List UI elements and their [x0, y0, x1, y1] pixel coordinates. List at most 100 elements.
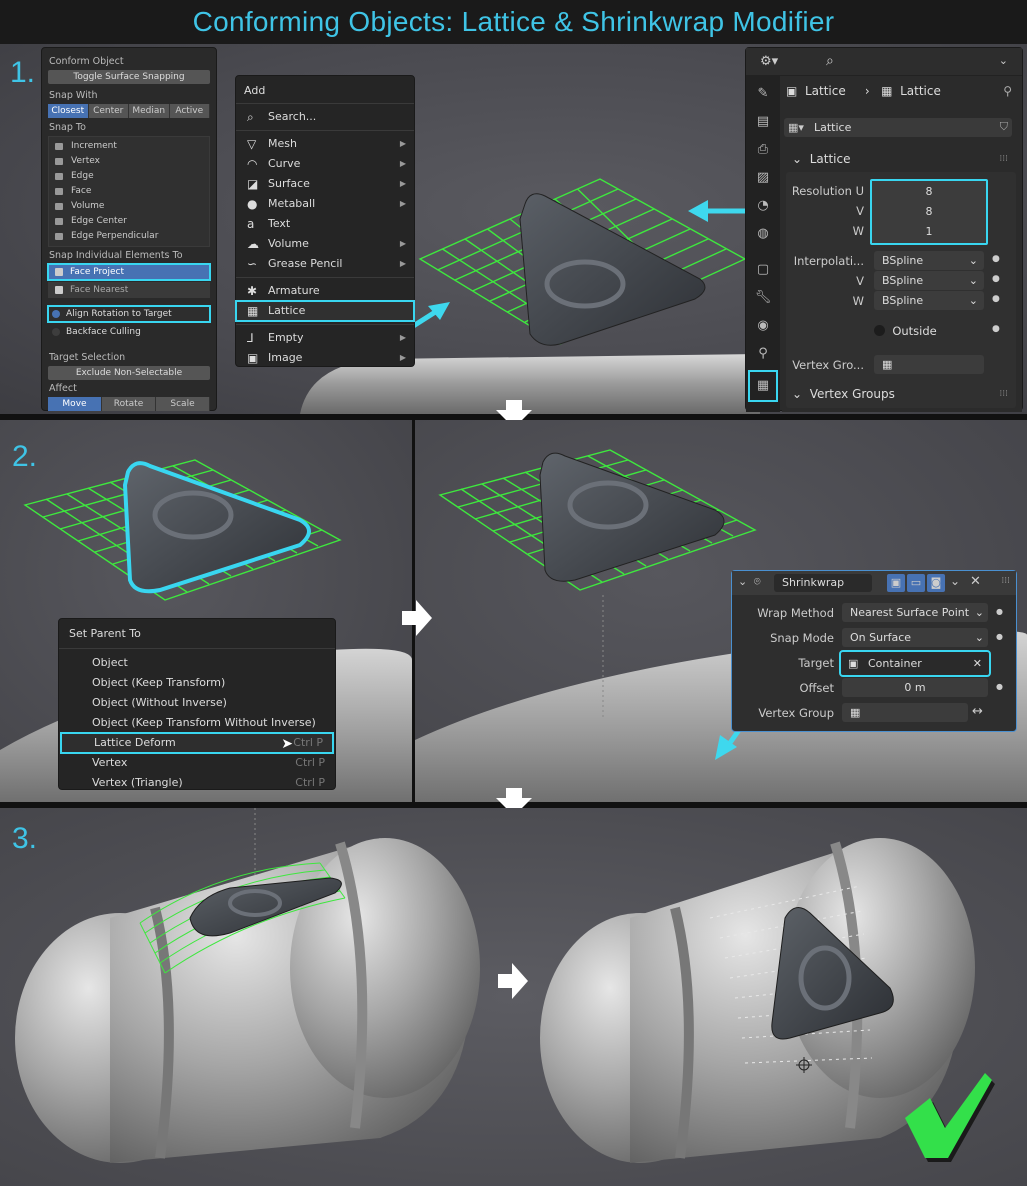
interpolation-u-value: BSpline	[882, 254, 924, 267]
wrap-method-select[interactable]: Nearest Surface Point⌄	[842, 603, 988, 622]
parent-vertex-triangle[interactable]: Vertex (Triangle)Ctrl P	[59, 773, 335, 793]
keyframe-dot-icon[interactable]: ●	[992, 294, 1000, 304]
affect-selector: Move Rotate Scale	[48, 397, 210, 411]
snap-to-volume[interactable]: Volume	[49, 199, 209, 214]
add-mesh[interactable]: ▽Mesh▶	[236, 134, 414, 154]
keyframe-dot-icon[interactable]: ●	[992, 254, 1000, 264]
parent-object-keep-transform-without-inverse[interactable]: Object (Keep Transform Without Inverse)	[59, 713, 335, 733]
snap-to-increment[interactable]: Increment	[49, 139, 209, 154]
keyframe-dot-icon[interactable]: ●	[992, 324, 1000, 334]
snap-mode-select[interactable]: On Surface⌄	[842, 628, 988, 647]
interpolation-u-select[interactable]: BSpline⌄	[874, 251, 984, 270]
add-metaball[interactable]: ●Metaball▶	[236, 194, 414, 214]
datablock-selector[interactable]: Lattice	[784, 118, 1012, 137]
viewport-toggle-icon[interactable]: ▭	[907, 574, 925, 592]
add-empty-label: Empty	[268, 331, 304, 344]
vertex-group-field[interactable]: ▦	[842, 703, 968, 722]
face-project-option[interactable]: Face Project	[47, 263, 211, 281]
physics-tab-icon[interactable]: ◉	[757, 318, 769, 333]
keyframe-dot-icon[interactable]: ●	[992, 274, 1000, 284]
close-icon[interactable]: ✕	[970, 574, 981, 589]
lattice-data-tab-icon[interactable]: ▦	[748, 370, 778, 402]
search-icon[interactable]: ⌕	[826, 53, 834, 69]
modifier-tab-icon[interactable]: 🔧︎	[754, 290, 772, 305]
snap-with-median[interactable]: Median	[129, 104, 170, 118]
title-banner: Conforming Objects: Lattice & Shrinkwrap…	[0, 0, 1027, 44]
target-field[interactable]: ▣Container✕	[839, 650, 991, 677]
object-tab-icon[interactable]: ▢	[756, 262, 770, 277]
add-empty[interactable]: ⅃Empty▶	[236, 328, 414, 348]
scene-tab-icon[interactable]: ◔	[757, 198, 769, 213]
add-surface[interactable]: ◪Surface▶	[236, 174, 414, 194]
modifier-name-field[interactable]: Shrinkwrap	[774, 574, 872, 592]
outside-checkbox[interactable]: Outside	[874, 324, 937, 338]
chevron-down-icon[interactable]: ⌄	[950, 574, 961, 588]
shortcut-label: Ctrl P	[293, 736, 323, 749]
invert-arrows-icon[interactable]: ↔	[972, 704, 983, 719]
snap-to-face[interactable]: Face	[49, 184, 209, 199]
pin-icon[interactable]: ⚲	[1003, 84, 1012, 98]
add-lattice[interactable]: ▦Lattice	[235, 300, 415, 322]
parent-object-keep-transform[interactable]: Object (Keep Transform)	[59, 673, 335, 693]
interpolation-w-select[interactable]: BSpline⌄	[874, 291, 984, 310]
resolution-v-field[interactable]: 8	[874, 202, 984, 221]
add-menu-title: Add	[236, 80, 414, 104]
exclude-non-selectable-button[interactable]: Exclude Non-Selectable	[48, 366, 210, 380]
snap-with-closest[interactable]: Closest	[48, 104, 89, 118]
object-origin-icon	[796, 1057, 812, 1073]
constraint-tab-icon[interactable]: ⚲	[758, 346, 768, 361]
keyframe-dot-icon[interactable]: ●	[996, 607, 1003, 616]
interpolation-v-select[interactable]: BSpline⌄	[874, 271, 984, 290]
editor-type-icon[interactable]: ⚙▾	[760, 54, 779, 69]
drag-handle-icon[interactable]: ⁞⁞⁞	[999, 389, 1008, 399]
toggle-surface-snapping-button[interactable]: Toggle Surface Snapping	[48, 70, 210, 84]
snap-to-edge[interactable]: Edge	[49, 169, 209, 184]
align-rotation-checkbox[interactable]: Align Rotation to Target	[47, 305, 211, 323]
affect-scale[interactable]: Scale	[156, 397, 210, 411]
snap-with-active[interactable]: Active	[169, 104, 210, 118]
tool-tab-icon[interactable]: ✎	[757, 86, 769, 101]
keyframe-dot-icon[interactable]: ●	[996, 632, 1003, 641]
drag-handle-icon[interactable]: ⁞⁞⁞	[1001, 576, 1010, 586]
fake-user-shield-icon[interactable]: ⛉	[999, 120, 1008, 133]
render-toggle-icon[interactable]: ◙	[927, 574, 945, 592]
offset-field[interactable]: 0 m	[842, 678, 988, 697]
parent-object[interactable]: Object	[59, 653, 335, 673]
snap-to-vertex[interactable]: Vertex	[49, 154, 209, 169]
face-nearest-option[interactable]: Face Nearest	[48, 282, 210, 298]
add-image[interactable]: ▣Image▶	[236, 348, 414, 368]
add-volume[interactable]: ☁Volume▶	[236, 234, 414, 254]
add-grease-pencil[interactable]: ∽Grease Pencil▶	[236, 254, 414, 274]
emblem-plate-selected[interactable]	[122, 461, 311, 594]
snap-to-edge-center[interactable]: Edge Center	[49, 214, 209, 229]
world-tab-icon[interactable]: ◍	[757, 226, 769, 241]
output-tab-icon[interactable]: ⎙	[757, 142, 769, 157]
chevron-down-icon[interactable]: ⌄	[998, 54, 1008, 67]
clear-x-icon[interactable]: ✕	[972, 657, 982, 670]
vertex-group-field[interactable]: ▦	[874, 355, 984, 374]
snap-with-center[interactable]: Center	[88, 104, 129, 118]
resolution-u-field[interactable]: 8	[874, 182, 984, 201]
vertex-groups-section-header[interactable]: ⌄ Vertex Groups	[792, 387, 895, 401]
drag-handle-icon[interactable]: ⁞⁞⁞	[999, 154, 1008, 164]
resolution-w-field[interactable]: 1	[874, 222, 984, 241]
snap-to-edge-perpendicular[interactable]: Edge Perpendicular	[49, 229, 209, 244]
affect-move[interactable]: Move	[48, 397, 102, 411]
render-tab-icon[interactable]: ▤	[756, 114, 770, 129]
backface-culling-checkbox[interactable]: Backface Culling	[48, 324, 210, 340]
add-metaball-label: Metaball	[268, 197, 316, 210]
affect-rotate[interactable]: Rotate	[102, 397, 156, 411]
lattice-section-header[interactable]: ⌄ Lattice	[792, 152, 850, 166]
add-search[interactable]: ⌕Search...	[236, 107, 414, 127]
add-armature[interactable]: ✱Armature	[236, 281, 414, 301]
edit-mode-toggle-icon[interactable]: ▣	[887, 574, 905, 592]
chevron-down-icon[interactable]: ⌄	[738, 575, 748, 588]
keyframe-dot-icon[interactable]: ●	[996, 682, 1003, 691]
view-layer-tab-icon[interactable]: ▨	[756, 170, 770, 185]
parent-object-without-inverse[interactable]: Object (Without Inverse)	[59, 693, 335, 713]
add-curve[interactable]: ◠Curve▶	[236, 154, 414, 174]
capsule-shape	[300, 354, 760, 414]
